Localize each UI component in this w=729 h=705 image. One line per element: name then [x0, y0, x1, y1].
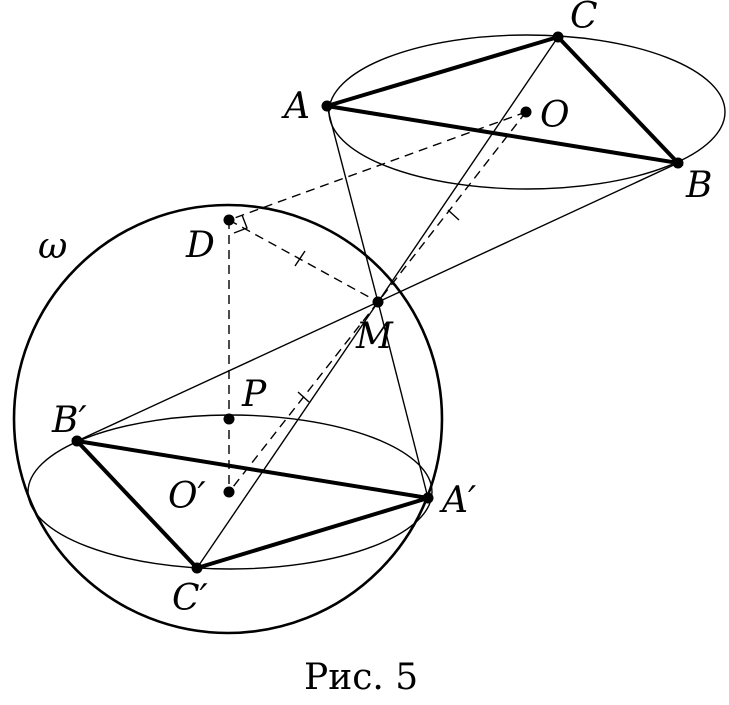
point-B	[672, 157, 684, 169]
triangle-ABC	[326, 34, 684, 166]
line-A-M	[326, 105, 379, 303]
label-omega: ω	[38, 226, 67, 267]
label-Oprime: O′	[168, 476, 206, 517]
right-angle-mark	[233, 214, 248, 234]
dashed-D-M	[228, 219, 379, 303]
point-Aprime	[422, 492, 434, 504]
label-D: D	[185, 225, 215, 266]
figure-caption: Рис. 5	[304, 657, 418, 698]
point-Cprime	[191, 562, 203, 574]
label-Aprime: A′	[439, 480, 476, 521]
triangle-AprimeBprimeCprime	[71, 438, 429, 571]
point-M	[372, 296, 384, 308]
label-C: C	[570, 0, 598, 37]
line-M-Bprime	[76, 301, 379, 442]
line-C-M	[377, 36, 559, 303]
label-Cprime: C′	[172, 578, 208, 619]
point-O	[520, 106, 532, 118]
point-C	[552, 31, 564, 43]
sphere-omega	[12, 203, 444, 635]
label-Bprime: B′	[51, 400, 87, 441]
tick-mark-OM	[447, 209, 460, 221]
point-Bprime	[71, 435, 83, 447]
line-M-Cprime	[196, 301, 379, 569]
tick-mark-DM	[294, 250, 306, 267]
line-B-M	[377, 162, 679, 303]
label-P: P	[241, 374, 267, 415]
tick-mark-MOprime	[297, 391, 310, 403]
point-P	[223, 413, 235, 425]
point-Oprime	[223, 486, 235, 498]
point-D	[223, 214, 235, 226]
dashed-O-D	[228, 111, 527, 221]
label-B: B	[685, 165, 712, 206]
label-A: A	[281, 86, 310, 127]
label-O: O	[540, 95, 570, 136]
dashed-O-M	[377, 111, 527, 303]
line-M-Aprime	[377, 301, 429, 499]
point-A	[321, 100, 333, 112]
label-M: M	[355, 316, 394, 357]
